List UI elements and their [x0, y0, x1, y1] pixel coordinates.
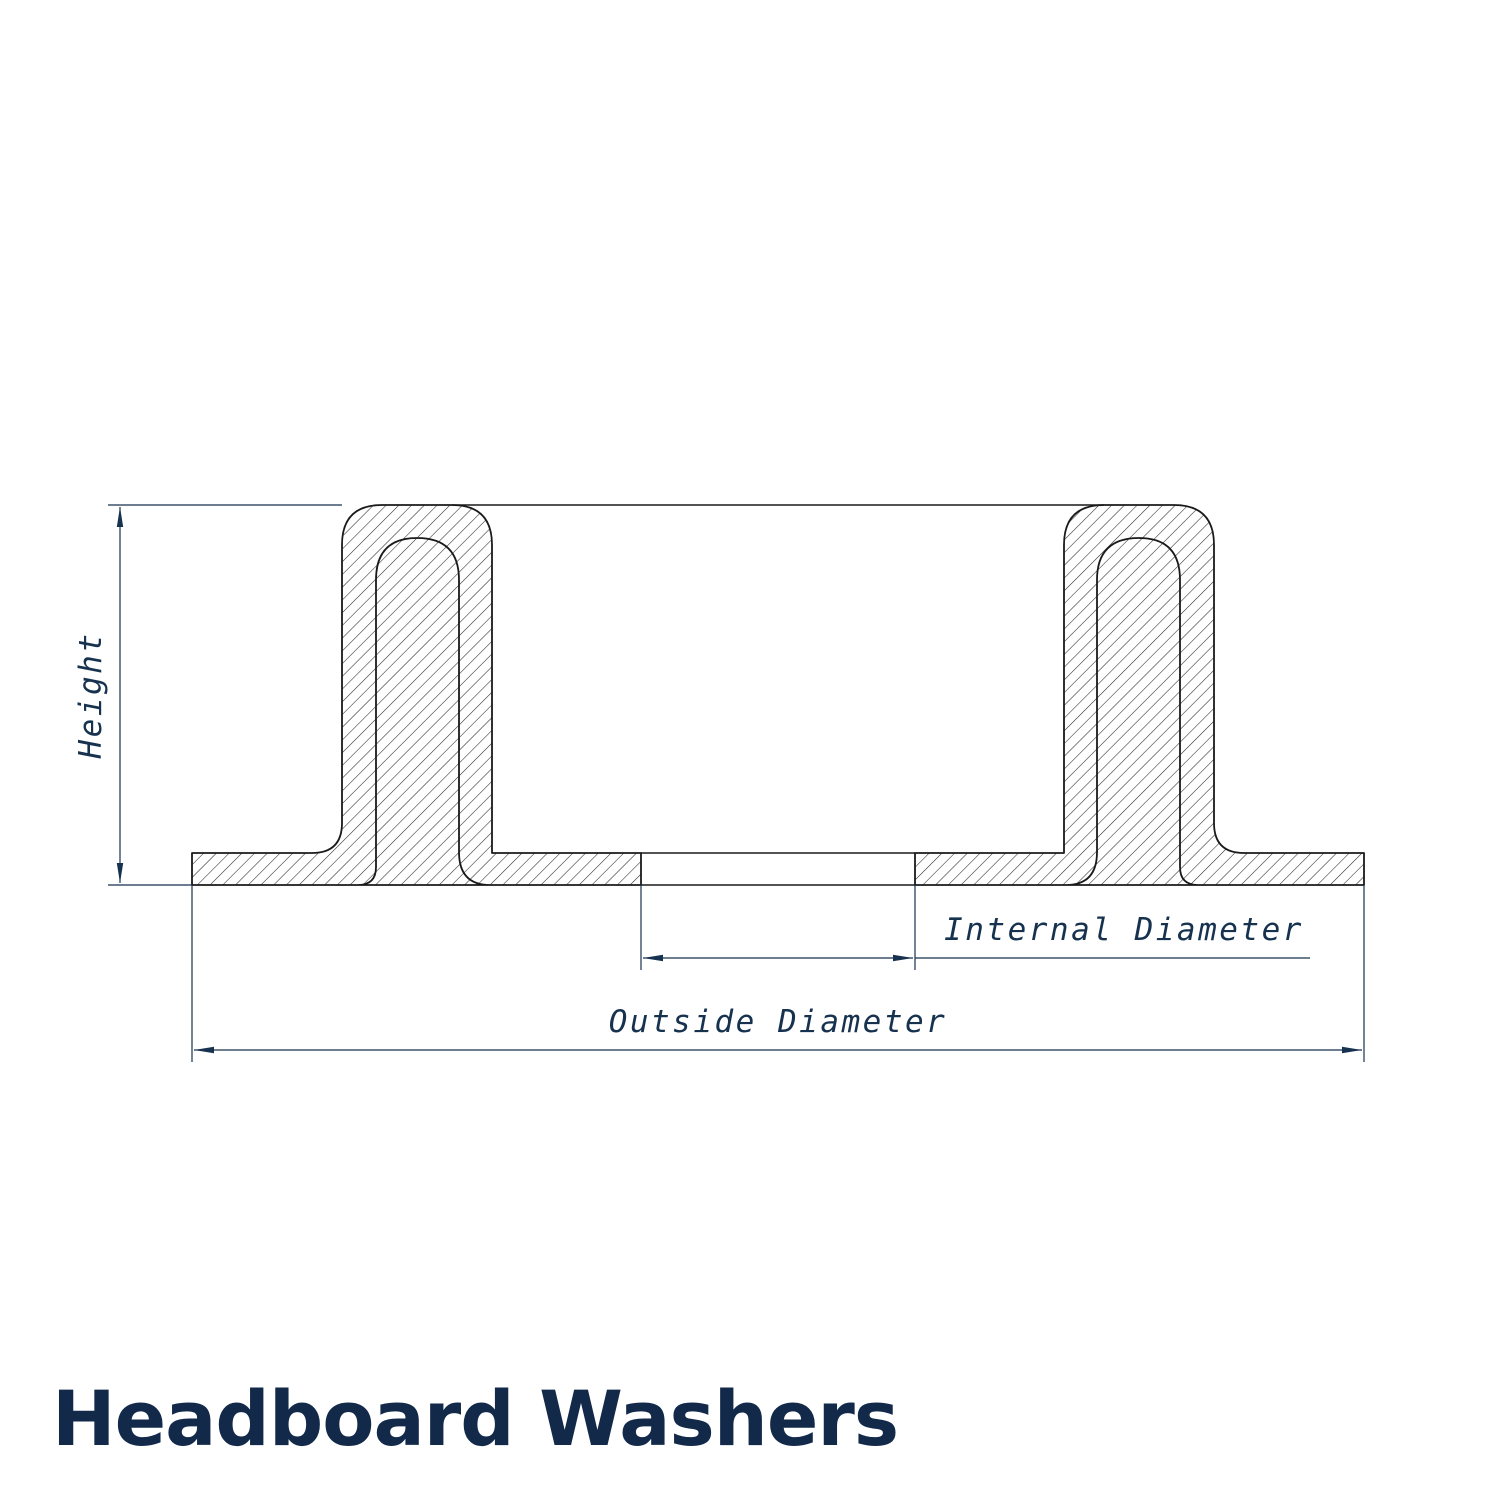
right-washer-section [914, 504, 1365, 886]
height-label: Height [73, 632, 109, 760]
left-washer-section [191, 504, 642, 886]
page-title: Headboard Washers [52, 1374, 899, 1463]
internal-diameter-label: Internal Diameter [944, 912, 1304, 948]
outside-diameter-label: Outside Diameter [609, 1004, 948, 1040]
